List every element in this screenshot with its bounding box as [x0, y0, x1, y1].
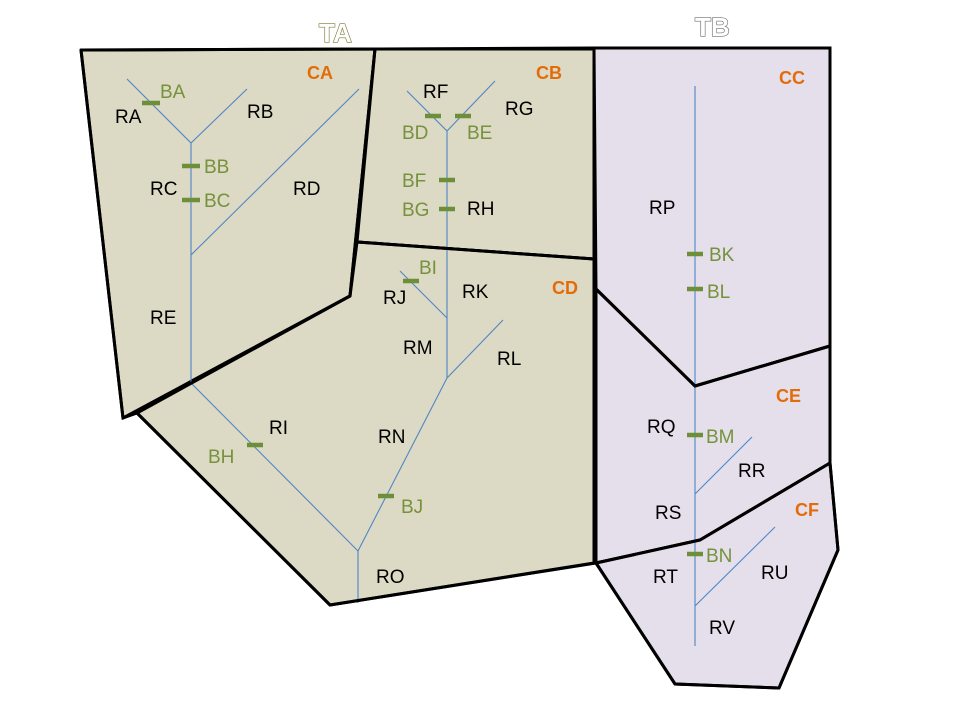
reach-label-rt: RT [653, 567, 678, 588]
bridge-label-bb: BB [204, 157, 229, 178]
boundary-ce-cf [594, 461, 832, 565]
bridge-label-bk: BK [709, 245, 735, 266]
bridge-label-bn: BN [706, 546, 732, 567]
bridge-label-bg: BG [402, 200, 429, 221]
boundary-ca-cb [348, 47, 377, 298]
bridges [142, 100, 703, 557]
boundary-cc-ce [594, 287, 832, 388]
bridge-label-bd: BD [402, 123, 428, 144]
river-reach-rf [406, 90, 448, 132]
boundary-cb-cd [355, 240, 596, 261]
river-reach-rl [446, 319, 504, 379]
river-reach-rd [190, 88, 360, 256]
reach-label-re: RE [150, 308, 176, 329]
cell-labels: CA CB CC CD CE CF [307, 63, 819, 520]
reach-label-rr: RR [738, 461, 765, 482]
territory-labels: TA TB [318, 11, 730, 48]
river-reach-rn [357, 377, 448, 552]
river-reach-ri [190, 382, 359, 552]
reach-labels: RA RB RC RD RE RF RG RH RI RJ RK RL RM R… [115, 82, 788, 639]
river-reach-rg [446, 80, 496, 132]
river-network [126, 78, 776, 646]
reach-label-rg: RG [505, 99, 534, 120]
territory-label-tb: TB [695, 12, 730, 42]
reach-label-rl: RL [497, 349, 521, 370]
reach-label-rn: RN [378, 427, 405, 448]
river-reach-ra [126, 78, 192, 144]
bridge-label-bm: BM [706, 427, 735, 448]
reach-label-rk: RK [462, 282, 489, 303]
reach-label-rs: RS [655, 503, 681, 524]
reach-label-rf: RF [423, 82, 448, 103]
bridge-label-bf: BF [402, 171, 426, 192]
territory-ta-regions [79, 47, 598, 607]
bridge-label-bc: BC [204, 191, 230, 212]
territory-tb-regions [592, 46, 840, 690]
cell-label-cd: CD [552, 278, 578, 298]
reach-label-rd: RD [293, 179, 320, 200]
bridge-label-bh: BH [208, 447, 234, 468]
reach-label-rc: RC [150, 179, 177, 200]
reach-label-rp: RP [649, 198, 675, 219]
reach-label-rv: RV [709, 618, 735, 639]
reach-label-ro: RO [376, 567, 405, 588]
bridge-labels: BA BB BC BD BE BF BG BH BI BJ BK BL BM B… [160, 82, 735, 567]
territory-label-ta: TA [319, 18, 352, 48]
cell-label-cc: CC [779, 68, 805, 88]
cell-label-ca: CA [307, 63, 333, 83]
reach-label-rh: RH [467, 199, 494, 220]
boundary-ta-outer [79, 46, 596, 607]
bridge-label-bj: BJ [401, 497, 423, 518]
bridge-label-be: BE [467, 123, 492, 144]
cell-label-ce: CE [776, 386, 801, 406]
river-reach-ru [694, 526, 776, 607]
bridge-label-bl: BL [707, 282, 730, 303]
cell-label-cf: CF [795, 500, 819, 520]
reach-label-rb: RB [247, 102, 273, 123]
cell-boundaries [79, 46, 840, 690]
boundary-tb-outer [592, 46, 840, 690]
boundary-ca-cd [135, 294, 352, 415]
bridge-label-ba: BA [160, 82, 186, 103]
reach-label-ra: RA [115, 107, 142, 128]
reach-label-rj: RJ [383, 288, 406, 309]
cell-label-cb: CB [536, 63, 562, 83]
reach-label-rm: RM [403, 338, 433, 359]
reach-label-rq: RQ [647, 417, 676, 438]
bridge-label-bi: BI [419, 258, 437, 279]
reach-label-ru: RU [761, 563, 788, 584]
river-reach-rb [190, 88, 248, 144]
reach-label-ri: RI [269, 418, 288, 439]
river-reach-rr [694, 436, 753, 495]
